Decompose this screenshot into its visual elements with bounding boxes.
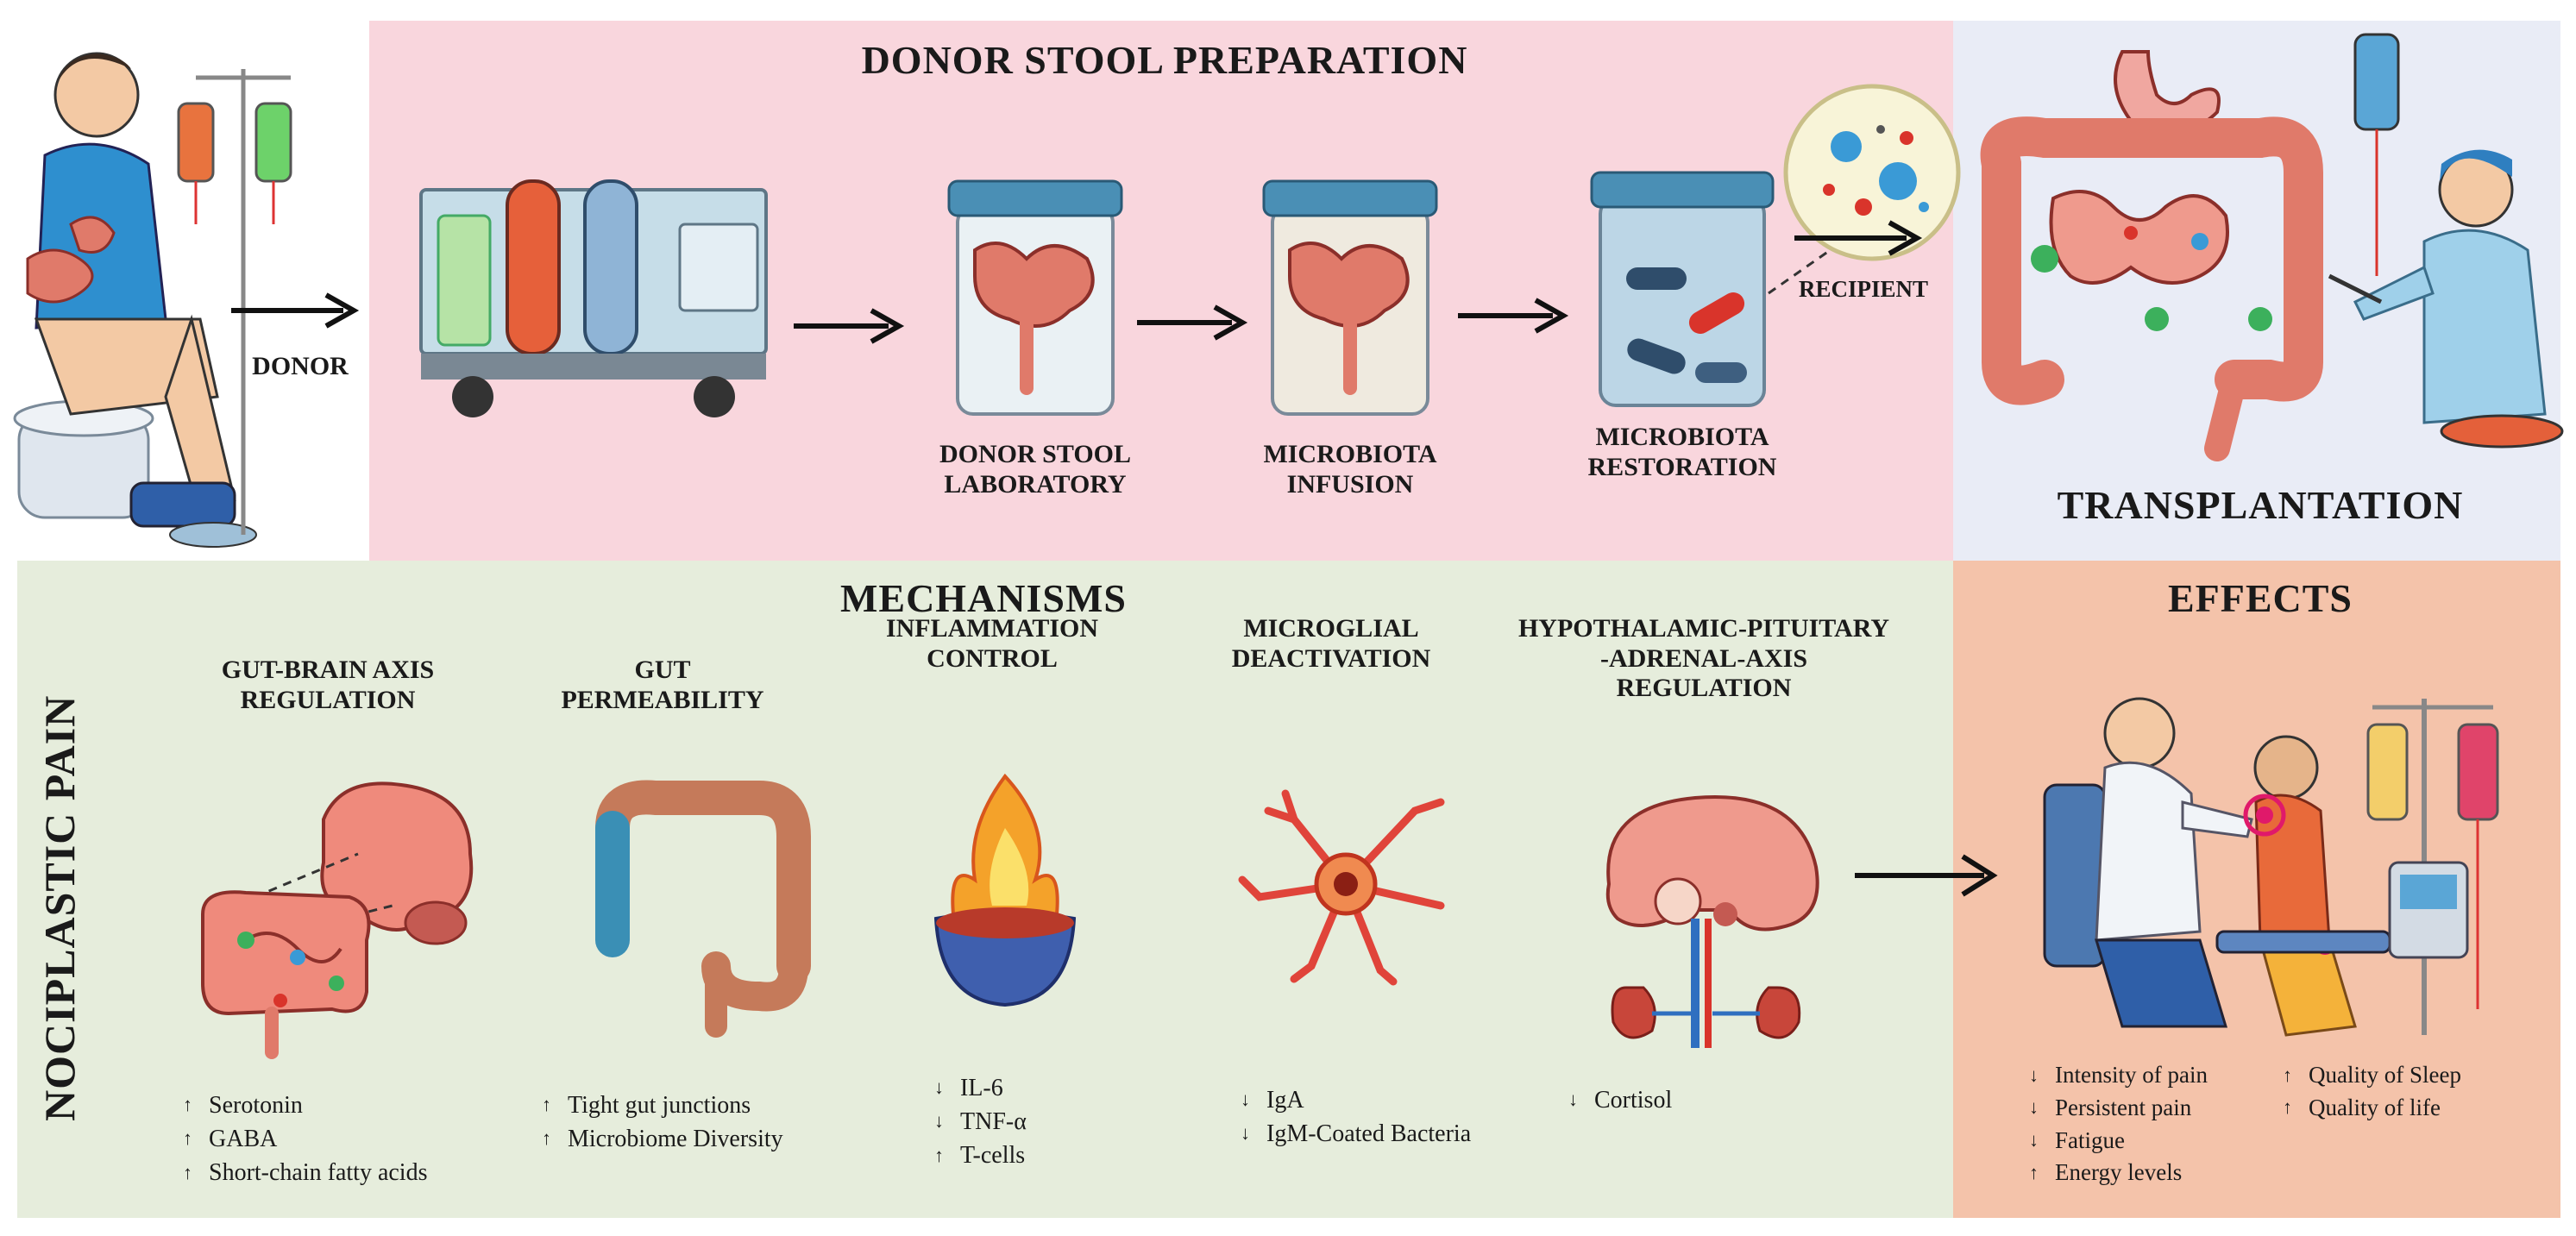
- mechanism-2-title: GUT PERMEABILITY: [533, 656, 792, 715]
- list-item: ↓Cortisol: [1568, 1087, 1673, 1114]
- list-item: ↑Microbiome Diversity: [542, 1126, 783, 1153]
- lab-label-line2: LABORATORY: [944, 469, 1127, 499]
- patient-therapy-icon: [2043, 697, 2499, 1037]
- up-arrow-icon: ↑: [183, 1161, 192, 1183]
- list-item: ↑Quality of Sleep: [2283, 1062, 2461, 1088]
- recipient-label: RECIPIENT: [1798, 276, 1929, 302]
- list-item: ↓TNF-α: [934, 1108, 1027, 1136]
- restoration-jar-icon: [1590, 171, 1775, 407]
- down-arrow-icon: ↓: [2029, 1096, 2039, 1119]
- microglia-icon: [1238, 789, 1445, 986]
- restoration-label-line2: RESTORATION: [1587, 452, 1777, 481]
- up-arrow-icon: ↑: [2283, 1063, 2292, 1086]
- transplant-gut-icon: [1980, 50, 2323, 461]
- effects-list-right: ↑Quality of Sleep ↑Quality of life: [2283, 1059, 2461, 1125]
- clinician-icon: [2328, 33, 2564, 449]
- transplantation-title: TRANSPLANTATION: [2057, 483, 2464, 527]
- down-arrow-icon: ↓: [2029, 1063, 2039, 1086]
- up-arrow-icon: ↑: [2029, 1161, 2039, 1183]
- up-arrow-icon: ↑: [542, 1094, 551, 1116]
- list-item: ↓IL-6: [934, 1075, 1003, 1101]
- list-item: ↑GABA: [183, 1126, 278, 1153]
- infusion-jar-icon: [1262, 179, 1438, 416]
- mechanism-3-title-line2: CONTROL: [927, 643, 1058, 673]
- arrow-to-jar-icon: [794, 308, 905, 344]
- mechanism-1-title-line2: REGULATION: [240, 685, 416, 714]
- microbiota-magnify-icon: [1768, 84, 1961, 295]
- arrow-to-recipient-icon: [1794, 220, 1923, 256]
- up-arrow-icon: ↑: [183, 1094, 192, 1116]
- effects-title: EFFECTS: [2167, 576, 2353, 620]
- arrow-to-restoration-icon: [1458, 298, 1569, 334]
- mechanism-2-title-line2: PERMEABILITY: [561, 685, 764, 714]
- list-item: ↑Short-chain fatty acids: [183, 1159, 428, 1187]
- mechanism-2-title-line1: GUT: [634, 656, 691, 684]
- mechanism-5-list: ↓Cortisol: [1568, 1083, 1672, 1117]
- down-arrow-icon: ↓: [934, 1076, 944, 1099]
- arrow-to-lab-icon: [231, 292, 360, 329]
- lab-label: DONOR STOOL LABORATORY: [897, 440, 1173, 499]
- mechanisms-title: MECHANISMS: [839, 576, 1128, 620]
- lab-cart-icon: [419, 179, 768, 417]
- list-item: ↓Fatigue: [2029, 1126, 2125, 1153]
- restoration-label: MICROBIOTA RESTORATION: [1553, 423, 1812, 482]
- mechanism-1-title-line1: GUT-BRAIN AXIS: [221, 656, 435, 684]
- restoration-label-line1: MICROBIOTA: [1595, 423, 1769, 451]
- up-arrow-icon: ↑: [934, 1144, 944, 1166]
- flame-bowl-icon: [933, 773, 1077, 1007]
- mechanism-3-title: INFLAMMATION CONTROL: [863, 614, 1122, 674]
- mechanism-5-title-line3: REGULATION: [1616, 674, 1792, 702]
- list-item: ↓Intensity of pain: [2029, 1062, 2208, 1088]
- mechanism-4-title-line1: MICROGLIAL: [1243, 614, 1419, 643]
- down-arrow-icon: ↓: [934, 1110, 944, 1132]
- mechanism-5-title-line1: HYPOTHALAMIC-PITUITARY: [1517, 614, 1890, 643]
- mechanism-5-title-line2: -ADRENAL-AXIS: [1599, 643, 1807, 673]
- list-item: ↓Persistent pain: [2029, 1094, 2192, 1120]
- arrow-to-effects-icon: [1855, 854, 1998, 897]
- stool-jar-icon: [947, 179, 1123, 416]
- arrow-to-infusion-icon: [1137, 304, 1248, 341]
- up-arrow-icon: ↑: [183, 1127, 192, 1150]
- preparation-title: DONOR STOOL PREPARATION: [861, 38, 1468, 82]
- list-item: ↓IgA: [1241, 1087, 1304, 1114]
- nociplastic-pain-label: NOCIPLASTIC PAIN: [35, 694, 84, 1121]
- effects-list-left: ↓Intensity of pain ↓Persistent pain ↓Fat…: [2029, 1059, 2208, 1189]
- list-item: ↑Quality of life: [2283, 1094, 2441, 1120]
- donor-label: DONOR: [252, 352, 349, 380]
- lab-label-line1: DONOR STOOL: [939, 440, 1131, 468]
- down-arrow-icon: ↓: [1241, 1089, 1250, 1111]
- down-arrow-icon: ↓: [1241, 1122, 1250, 1145]
- list-item: ↑Serotonin: [183, 1092, 303, 1119]
- mechanism-4-title-line2: DEACTIVATION: [1231, 643, 1431, 673]
- infusion-label-line1: MICROBIOTA: [1263, 440, 1437, 468]
- mechanism-5-title: HYPOTHALAMIC-PITUITARY -ADRENAL-AXIS REG…: [1501, 614, 1907, 704]
- hpa-axis-icon: [1605, 795, 1819, 1048]
- list-item: ↓IgM-Coated Bacteria: [1241, 1120, 1472, 1148]
- mechanism-3-list: ↓IL-6 ↓TNF-α ↑T-cells: [934, 1071, 1027, 1173]
- infusion-label-line2: INFUSION: [1286, 469, 1414, 499]
- mechanism-4-list: ↓IgA ↓IgM-Coated Bacteria: [1241, 1083, 1471, 1151]
- mechanism-1-title: GUT-BRAIN AXIS REGULATION: [173, 656, 483, 715]
- mechanism-2-list: ↑Tight gut junctions ↑Microbiome Diversi…: [542, 1089, 783, 1156]
- intestine-icon: [595, 780, 811, 1038]
- infusion-label: MICROBIOTA INFUSION: [1225, 440, 1475, 499]
- donor-person-icon: [13, 52, 292, 548]
- list-item: ↑Energy levels: [2029, 1159, 2183, 1186]
- up-arrow-icon: ↑: [2283, 1096, 2292, 1119]
- down-arrow-icon: ↓: [1568, 1089, 1578, 1111]
- up-arrow-icon: ↑: [542, 1127, 551, 1150]
- down-arrow-icon: ↓: [2029, 1129, 2039, 1151]
- brain-gut-icon: [201, 781, 474, 1059]
- list-item: ↑Tight gut junctions: [542, 1092, 751, 1119]
- mechanism-1-list: ↑Serotonin ↑GABA ↑Short-chain fatty acid…: [183, 1089, 427, 1190]
- mechanism-3-title-line1: INFLAMMATION: [885, 614, 1099, 643]
- list-item: ↑T-cells: [934, 1142, 1026, 1170]
- mechanism-4-title: MICROGLIAL DEACTIVATION: [1189, 614, 1473, 674]
